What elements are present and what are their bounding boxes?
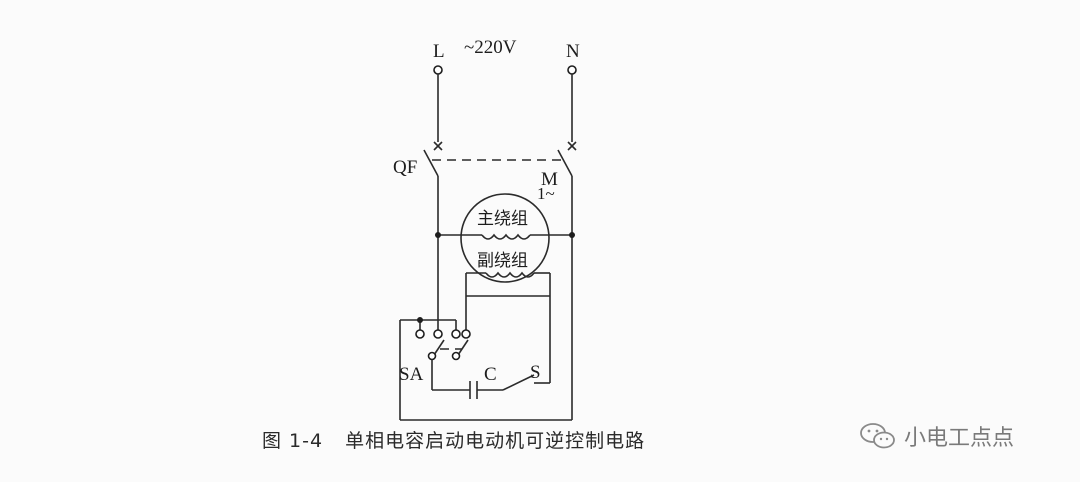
breaker-x-marks [433,141,577,151]
label-l: L [433,41,445,62]
breaker-blade-l [423,149,439,177]
sa-pivot-2 [451,351,461,361]
sa-contact-1 [415,329,425,339]
junction-main-n [569,232,575,238]
sa-contact-2 [433,329,443,339]
motor-circle [460,193,550,283]
junction-sa [417,317,423,323]
label-aux-winding: 副绕组 [477,251,528,271]
switch-s-blade [502,374,535,391]
caption-title: 单相电容启动电动机可逆控制电路 [345,430,646,452]
aux-winding-coil [485,271,535,278]
main-winding-coil [481,233,531,240]
junction-main-l [435,232,441,238]
caption-number: 图 1-4 [262,430,324,452]
terminal-l [433,65,443,75]
label-sa: SA [399,364,424,385]
figure-caption: 图 1-4 单相电容启动电动机可逆控制电路 [262,426,645,453]
sa-contact-3 [451,329,461,339]
sa-contact-4 [461,329,471,339]
watermark-text: 小电工点点 [904,426,1015,451]
label-c: C [484,364,497,385]
label-motor-m: M [541,169,558,190]
sa-pivot-1 [427,351,437,361]
label-main-winding: 主绕组 [477,209,528,229]
breaker-blade-n [557,149,573,177]
label-motor-phase: 1~ [537,184,555,203]
label-voltage: ~220V [464,37,517,58]
terminal-n [567,65,577,75]
watermark: 小电工点点 [858,420,1014,452]
label-n: N [566,41,580,62]
wechat-icon [860,423,895,449]
label-s: S [530,362,541,383]
label-qf: QF [393,157,417,178]
